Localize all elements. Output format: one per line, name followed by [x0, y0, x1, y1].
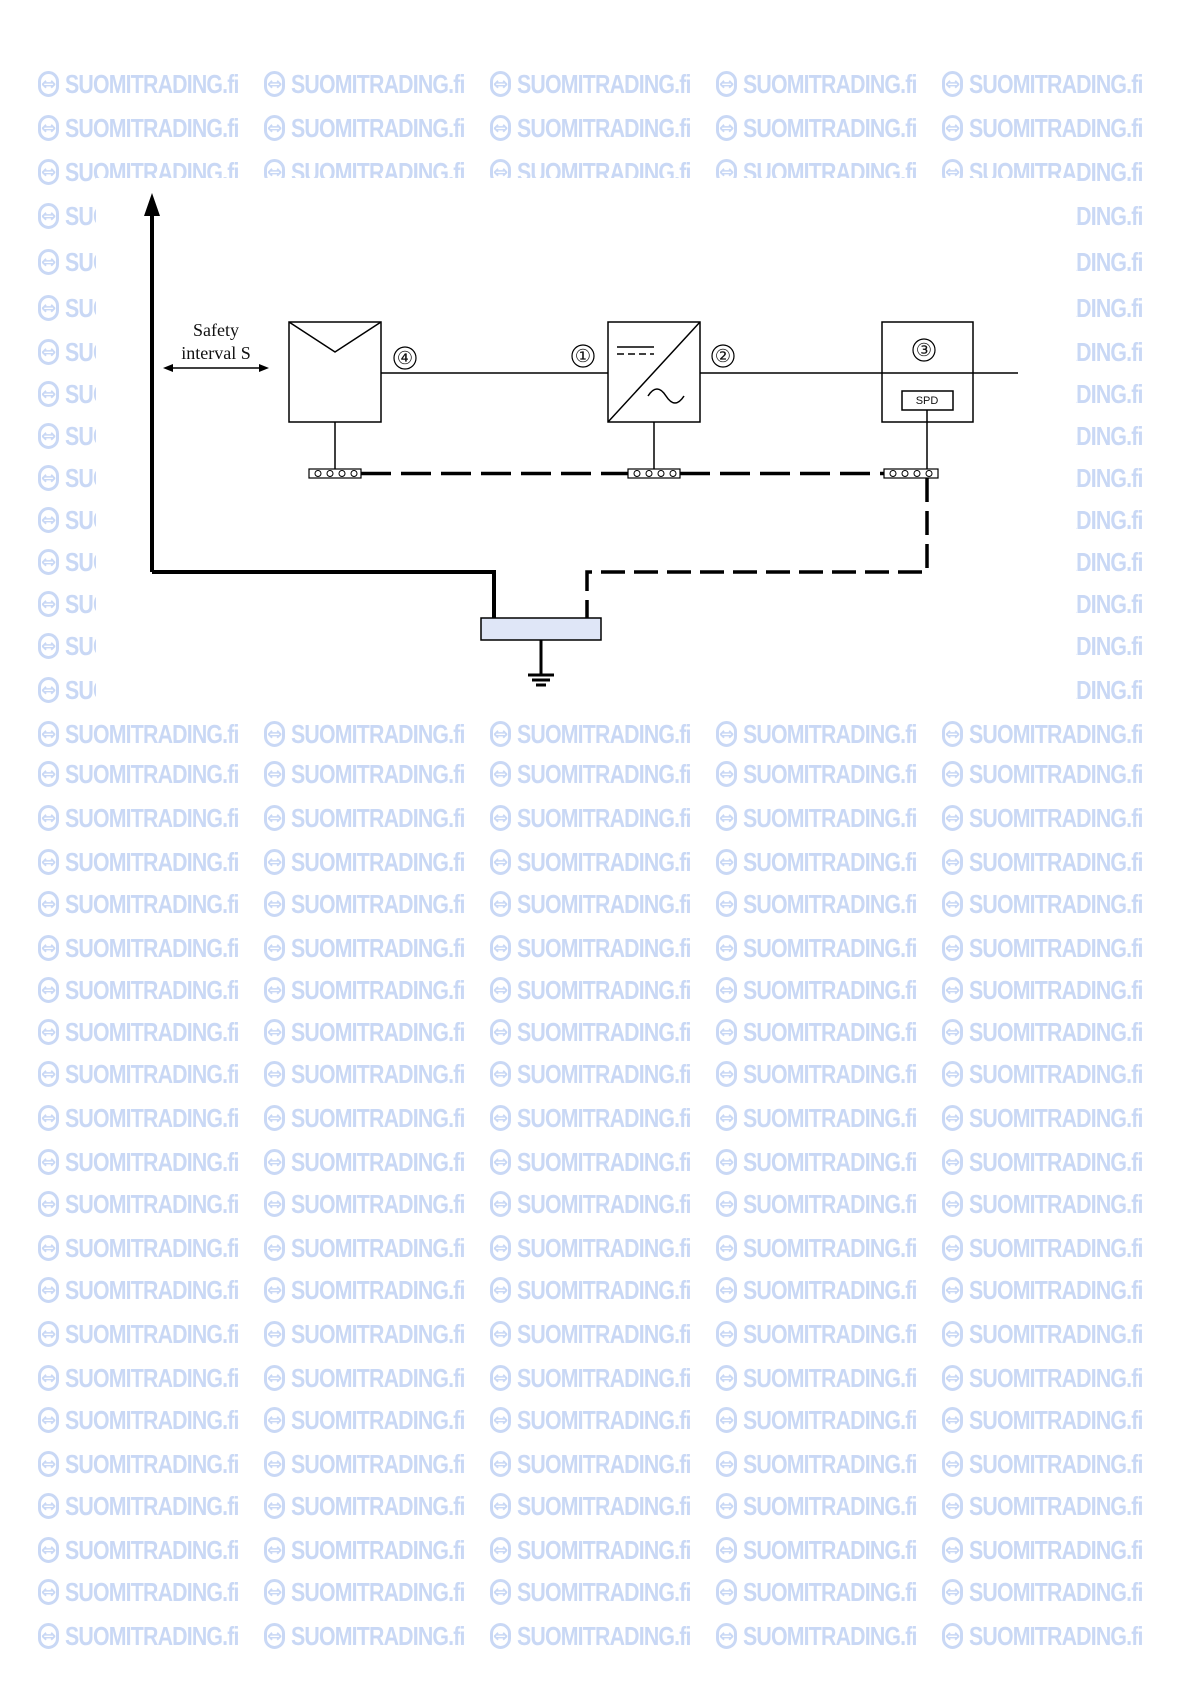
- main-earth-bar: [480, 617, 602, 641]
- safety-label-line1: Safety: [193, 320, 239, 340]
- earth-ground-icon: [528, 673, 554, 687]
- spd-label: SPD: [916, 395, 939, 407]
- safety-label-line2: interval S: [181, 343, 251, 363]
- spd-ground-clamp: [883, 468, 939, 479]
- marker-3-label: ③: [916, 340, 932, 360]
- marker-1-circle: [571, 344, 595, 368]
- inverter-ground-clamp: [627, 468, 681, 479]
- safety-arrow-left-head: [163, 364, 173, 372]
- lightning-rod-arrowhead: [144, 193, 160, 216]
- bonding-to-earth-conductor: [585, 478, 929, 618]
- marker-1-label: ①: [575, 346, 591, 366]
- safety-arrow-right-head: [259, 364, 269, 372]
- rod-ground-conductor: [152, 570, 496, 618]
- inverter-diagonal: [607, 321, 701, 423]
- marker-2-label: ②: [715, 346, 731, 366]
- ac-symbol-icon: [647, 388, 685, 404]
- pv-module-icon: [288, 321, 382, 353]
- marker-4-label: ④: [397, 348, 413, 368]
- pv-ground-clamp: [308, 468, 362, 479]
- pv-module-box: [288, 321, 382, 423]
- marker-4-circle: [393, 346, 417, 370]
- marker-3-circle: [912, 338, 936, 362]
